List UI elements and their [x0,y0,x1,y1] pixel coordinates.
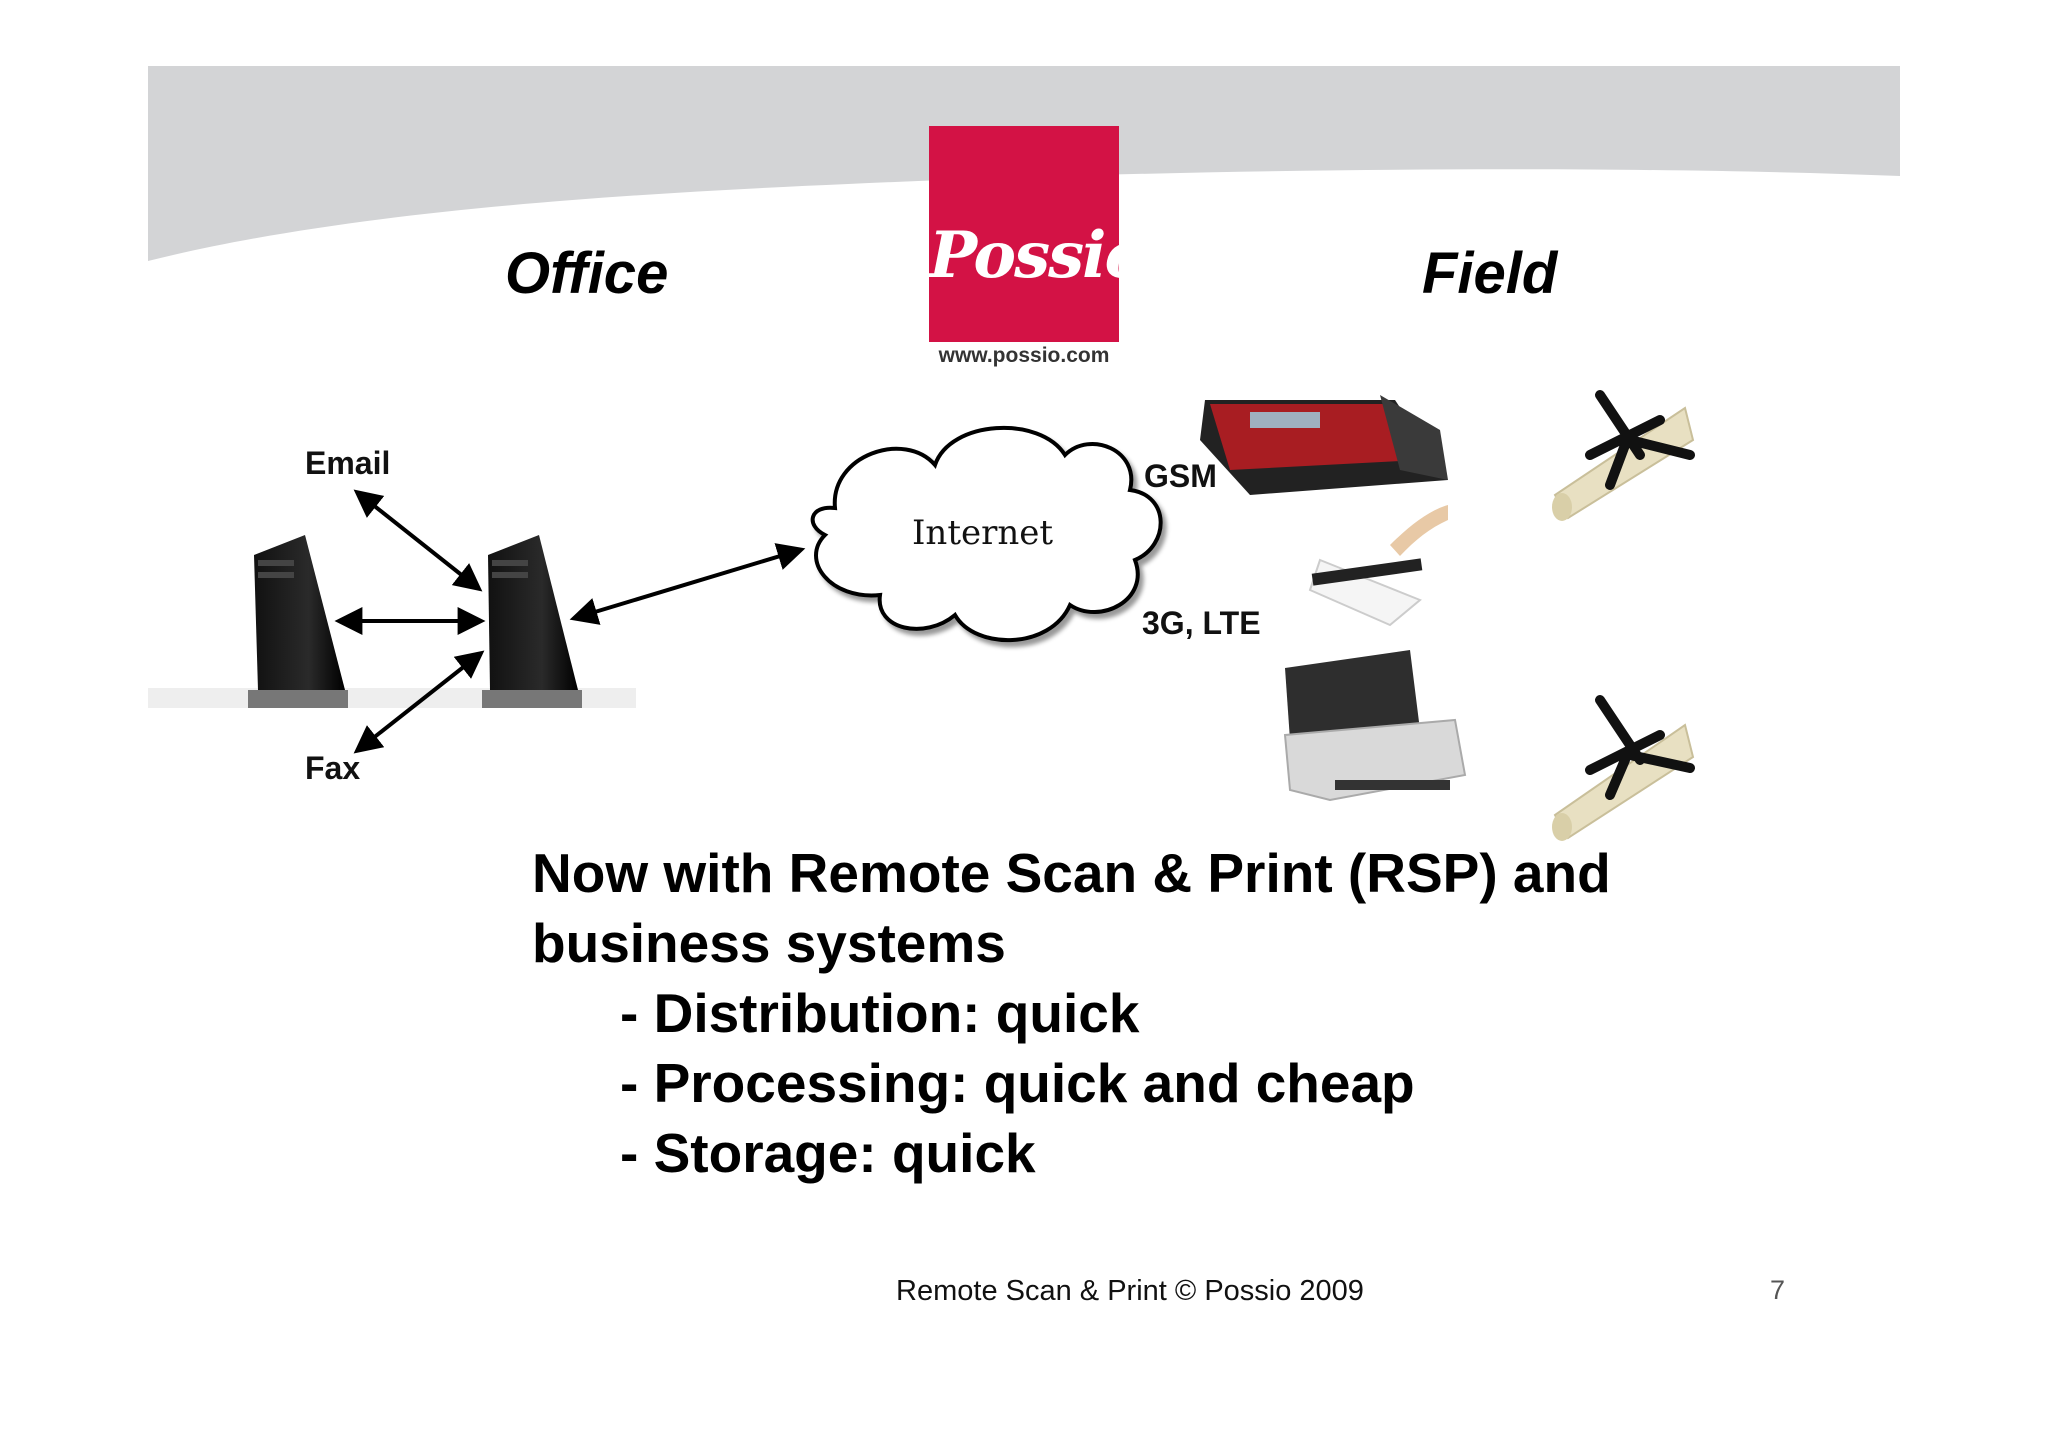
bullet-distribution: - Distribution: quick [620,982,1140,1044]
cloud-icon [810,425,1163,643]
gsm-label: GSM [1144,458,1217,494]
feature-text: Now with Remote Scan & Print (RSP) and b… [532,838,1832,1188]
logo-url: www.possio.com [938,344,1110,367]
portable-printer-icon [1283,650,1467,802]
fax-arrow [353,650,485,754]
headline-line-2: business systems [532,912,1006,974]
logo-text: Possio [929,218,1147,293]
bullet-storage: - Storage: quick [620,1122,1036,1184]
headline-line-1: Now with Remote Scan & Print (RSP) and [532,842,1611,904]
footer-text: Remote Scan & Print © Possio 2009 [896,1275,1364,1307]
fax-device-icon [1200,395,1448,495]
email-arrow [353,489,483,592]
possio-logo: Possio [929,126,1147,342]
page-number: 7 [1770,1275,1786,1305]
office-heading: Office [505,241,669,306]
scroll-icon [1552,390,1695,521]
server-tower-icon [482,535,582,708]
internet-label: Internet [912,513,1054,553]
lte-label: 3G, LTE [1142,605,1261,641]
internet-arrow [569,543,806,625]
email-label: Email [305,445,391,481]
scroll-icon [1552,695,1695,841]
field-heading: Field [1422,241,1558,306]
fax-label: Fax [305,750,361,786]
bullet-processing: - Processing: quick and cheap [620,1052,1415,1114]
server-tower-icon [248,535,348,708]
scanner-icon [1308,505,1448,627]
